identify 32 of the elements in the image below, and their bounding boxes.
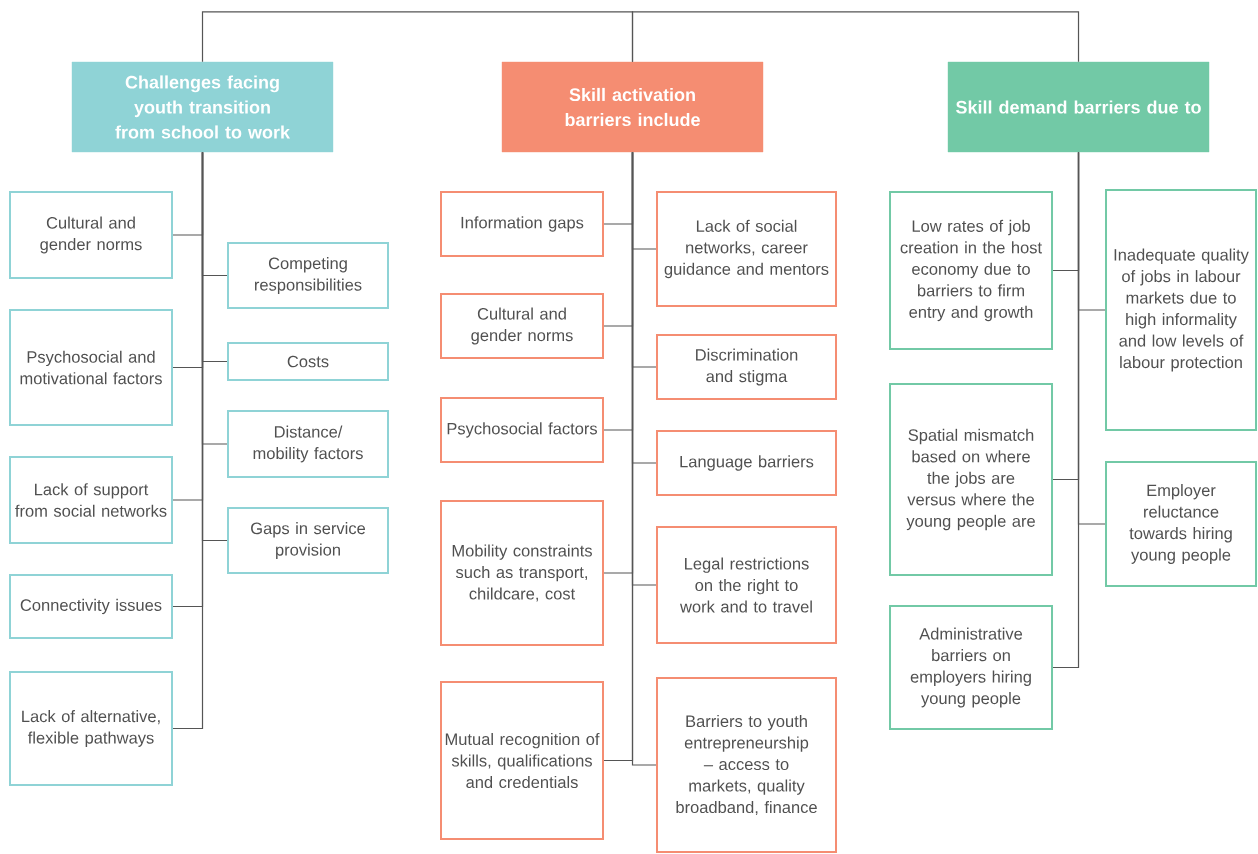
- text-box: Competing responsibilities: [227, 242, 389, 309]
- text-box: Mutual recognition of skills, qualifications and credentials: [440, 681, 604, 840]
- text-box: Legal restrictions on the right to work and to travel: [656, 526, 837, 644]
- text-box: Gaps in service provision: [227, 507, 389, 574]
- connector-line: [1077, 151, 1106, 525]
- connector-line: [201, 11, 634, 63]
- connector-line: [201, 151, 228, 542]
- text-box: Information gaps: [440, 191, 604, 257]
- text-box: Barriers to youth entrepreneurship – access to markets, quality broadband, finance: [656, 677, 837, 853]
- text-box: Distance/ mobility factors: [227, 410, 389, 478]
- text-box: Employer reluctance towards hiring young people: [1105, 461, 1257, 587]
- header-box: Skill demand barriers due to: [947, 61, 1210, 153]
- text-box: Spatial mismatch based on where the jobs are versus where the young people are: [889, 383, 1053, 576]
- text-box: Language barriers: [656, 430, 837, 496]
- text-box: Low rates of job creation in the host economy due to barriers to firm entry and growth: [889, 191, 1053, 350]
- text-box: Connectivity issues: [9, 574, 173, 639]
- text-box: Costs: [227, 342, 389, 381]
- text-box: Psychosocial and motivational factors: [9, 309, 173, 426]
- connector-line: [631, 11, 1080, 63]
- text-box: Lack of alternative, flexible pathways: [9, 671, 173, 786]
- text-box: Mobility constraints such as transport, childcare, cost: [440, 500, 604, 646]
- header-box: Challenges facing youth transition from school to work: [71, 61, 334, 153]
- text-box: Inadequate quality of jobs in labour markets due to high informality and low levels of labour protection: [1105, 189, 1257, 431]
- text-box: Cultural and gender norms: [440, 293, 604, 359]
- connector-line: [631, 151, 657, 766]
- header-box: Skill activation barriers include: [501, 61, 764, 153]
- text-box: Lack of social networks, career guidance and mentors: [656, 191, 837, 307]
- text-box: Administrative barriers on employers hiring young people: [889, 605, 1053, 730]
- text-box: Lack of support from social networks: [9, 456, 173, 544]
- text-box: Discrimination and stigma: [656, 334, 837, 400]
- text-box: Cultural and gender norms: [9, 191, 173, 279]
- text-box: Psychosocial factors: [440, 397, 604, 463]
